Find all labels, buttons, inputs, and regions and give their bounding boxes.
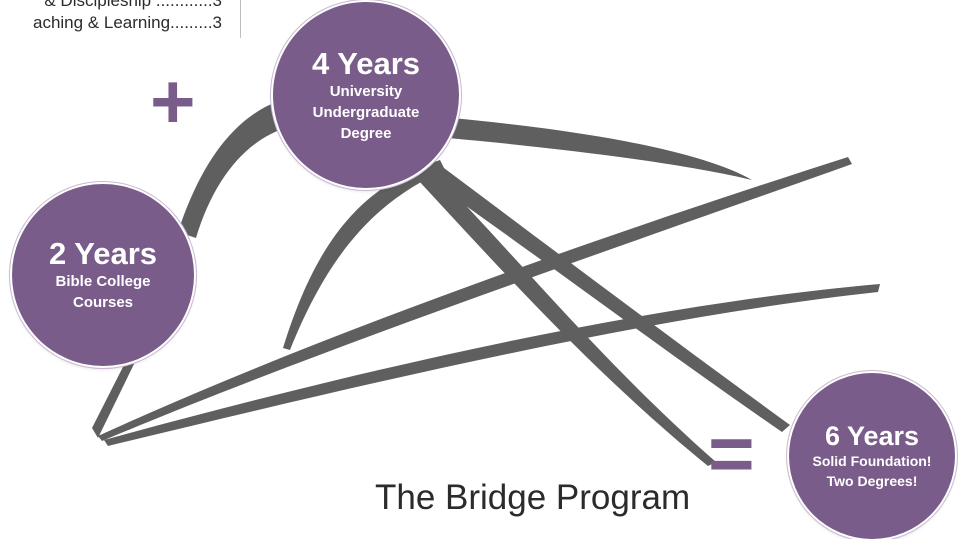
swoosh-upper-right [448,118,752,180]
two-years-line2: Courses [72,294,134,311]
diagram-title: The Bridge Program [375,478,691,517]
six-years-heading: 6 Years [824,421,920,451]
six-years-line1: Solid Foundation! [812,453,932,469]
six-years-circle: 6 Years Solid Foundation! Two Degrees! [789,373,955,539]
swoosh-left-arch [178,95,300,238]
six-years-line2: Two Degrees! [826,473,918,489]
swoosh-upper-long [98,157,852,441]
plus-sign: + [150,57,196,145]
two-years-circle: 2 Years Bible College Courses [12,184,194,366]
four-years-line1: University [329,82,403,100]
two-years-line1: Bible College [55,273,151,290]
toc-entry-teaching-learning: aching & Learning.........3 [32,13,222,32]
two-years-heading: 2 Years [48,236,158,271]
table-of-contents: & Discipleship ............3 aching & Le… [0,0,241,38]
swoosh-lower-long [104,284,880,446]
swoosh-left-spike [92,357,135,438]
equals-sign: = [708,409,755,498]
swoosh-down-to-six [408,150,790,432]
four-years-line2: Undergraduate [312,103,420,121]
four-years-circle: 4 Years University Undergraduate Degree [273,2,459,188]
swoosh-middle-arch [283,160,445,350]
four-years-line3: Degree [340,124,392,142]
four-years-heading: 4 Years [311,45,421,81]
toc-entry-discipleship: & Discipleship ............3 [44,0,222,10]
swoosh-crossing-down [418,168,716,466]
